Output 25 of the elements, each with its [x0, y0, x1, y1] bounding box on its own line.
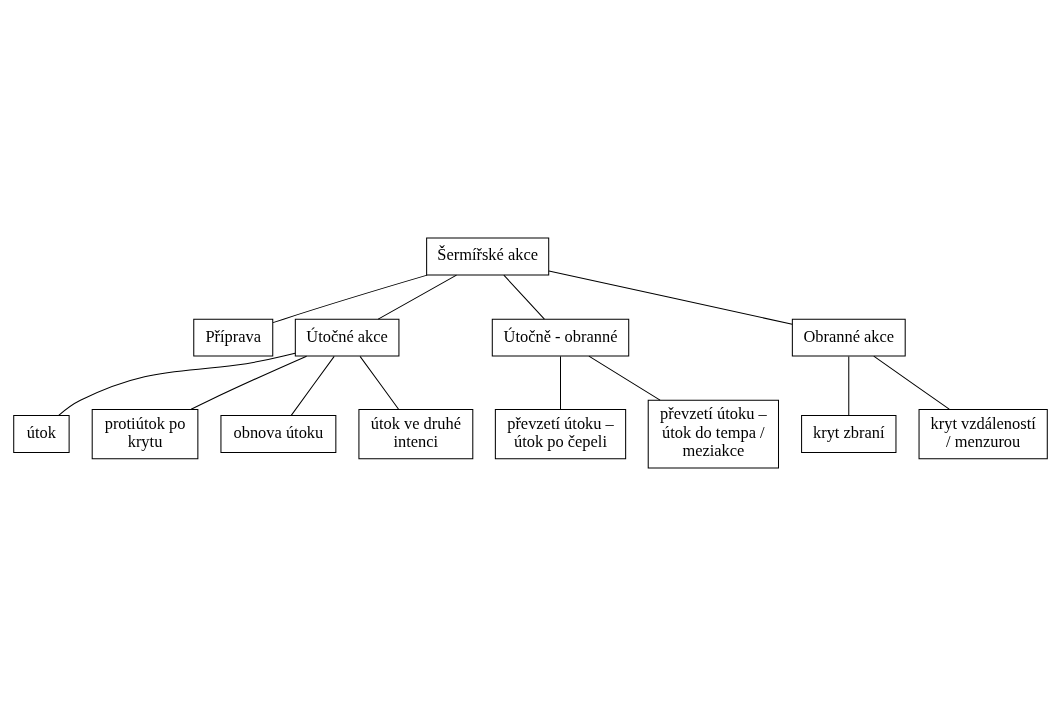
node-box: Obranné akce: [791, 318, 906, 357]
node-box: převzetí útoku – útok po čepeli: [494, 408, 627, 460]
connector: [848, 355, 850, 416]
connector: [377, 274, 457, 320]
node-box: Útočně - obranné: [491, 318, 630, 357]
connector: [58, 352, 296, 416]
node-box: útok: [13, 415, 70, 454]
node-box: kryt zbraní: [801, 415, 897, 454]
connector: [873, 355, 950, 410]
node-box: Útočné akce: [294, 318, 400, 357]
connector: [359, 355, 400, 410]
connector: [290, 355, 335, 416]
node-box: útok ve druhé intenci: [358, 408, 474, 460]
node-box: obnova útoku: [220, 415, 337, 454]
connector: [503, 274, 545, 320]
node-box: Příprava: [193, 318, 274, 357]
connector: [272, 274, 428, 324]
node-box: Šermířské akce: [426, 237, 550, 276]
connector: [190, 355, 308, 410]
node-box: protiútok po krytu: [91, 408, 199, 460]
node-box: převzetí útoku – útok do tempa / meziakce: [647, 399, 779, 469]
connector: [560, 355, 562, 410]
node-box: kryt vzdáleností / menzurou: [918, 408, 1048, 460]
connector: [588, 355, 661, 401]
connector: [548, 270, 793, 325]
